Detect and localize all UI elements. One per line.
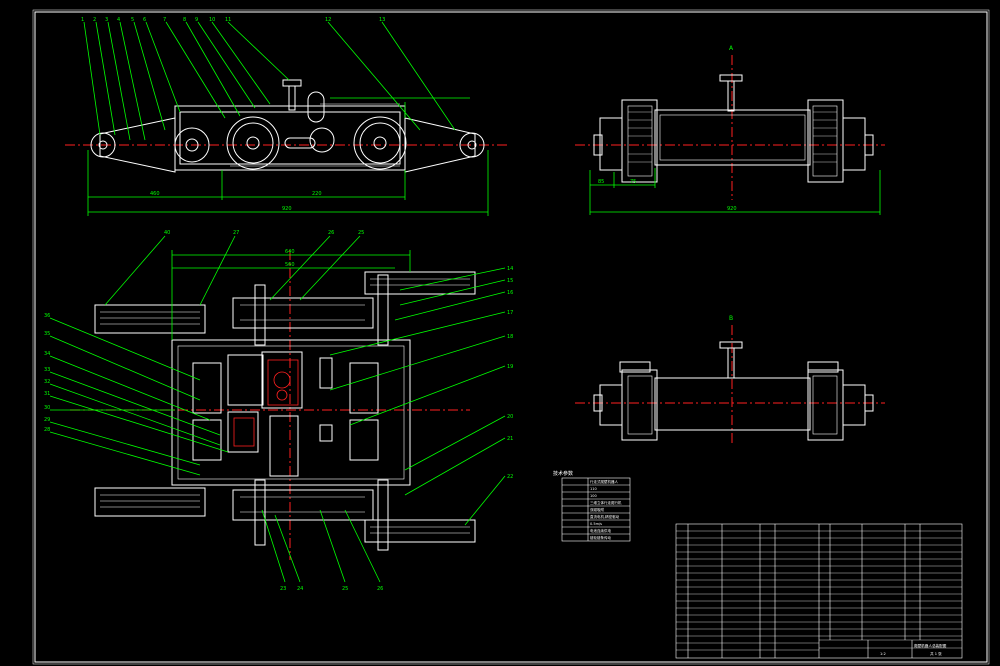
balloon-33: 33: [44, 367, 50, 373]
plan-view-leaders: [49, 235, 506, 583]
dim-640: 640: [285, 249, 295, 255]
balloon-1: 1: [81, 17, 84, 23]
balloon-25-top: 25: [358, 230, 364, 236]
balloon-13: 13: [379, 17, 385, 23]
end-view-a: [575, 55, 885, 200]
tech-param-6: 直流电机,精密驱动: [590, 514, 620, 519]
balloon-35: 35: [44, 331, 50, 337]
side-elevation-balloons: 1 2 3 4 5 6 7 8 9 10 11 12 13: [81, 17, 385, 23]
balloon-26-top: 26: [328, 230, 334, 236]
drawing-sheet: 共 1 张: [930, 651, 942, 656]
side-elevation-dimension-text: 460 220 920: [150, 191, 322, 212]
plan-view: [70, 250, 476, 560]
plan-view-red-parts: [233, 359, 299, 447]
balloon-28: 28: [44, 427, 50, 433]
balloon-18: 18: [507, 334, 513, 340]
balloon-34: 34: [44, 351, 50, 357]
balloon-21: 21: [507, 436, 513, 442]
balloon-2: 2: [93, 17, 96, 23]
balloon-14: 14: [507, 266, 513, 272]
balloon-25: 25: [342, 586, 348, 592]
tech-param-7: 0.5m/s: [590, 522, 602, 526]
end-view-a-dims: [589, 168, 881, 215]
balloon-4: 4: [117, 17, 120, 23]
tech-params-table: [561, 477, 631, 542]
balloon-17: 17: [507, 310, 513, 316]
balloon-12: 12: [325, 17, 331, 23]
balloon-6: 6: [143, 17, 146, 23]
drawing-frame: [32, 9, 990, 665]
balloon-15: 15: [507, 278, 513, 284]
balloon-20: 20: [507, 414, 513, 420]
end-view-b: [575, 325, 885, 445]
dim-920: 920: [282, 206, 292, 212]
balloon-10: 10: [209, 17, 215, 23]
plan-view-dim-text: 640 560: [285, 249, 295, 268]
plan-view-balloons-bottom: 23 24 25 26: [280, 586, 383, 592]
drawing-scale: 1:2: [880, 652, 886, 656]
balloon-19: 19: [507, 364, 513, 370]
dim-560: 560: [285, 262, 295, 268]
balloon-36: 36: [44, 313, 50, 319]
balloon-22: 22: [507, 474, 513, 480]
balloon-11: 11: [225, 17, 231, 23]
balloon-9: 9: [195, 17, 198, 23]
balloon-5: 5: [131, 17, 134, 23]
parts-list: [675, 523, 963, 659]
parts-list-rows: [676, 530, 962, 651]
tech-param-4: 三维立体行走爬行机: [590, 500, 622, 505]
balloon-8: 8: [183, 17, 186, 23]
plan-view-balloons-top: 40 27 26 25: [164, 230, 364, 236]
balloon-23: 23: [280, 586, 286, 592]
balloon-16: 16: [507, 290, 513, 296]
end-view-a-dim-text: 85 75 920: [598, 179, 737, 212]
plan-view-dims: [171, 250, 411, 340]
balloon-30: 30: [44, 405, 50, 411]
balloon-40: 40: [164, 230, 170, 236]
tech-params-values: 行走式爬壁机器人 110 100 三维立体行走爬行机 双磁吸附 直流电机,精密驱…: [590, 479, 622, 540]
balloon-29: 29: [44, 417, 50, 423]
plan-view-hatch: [100, 278, 470, 534]
plan-view-balloons-left: 36 35 34 33 32 31 30 29 28: [44, 313, 50, 433]
tech-param-2: 110: [590, 487, 597, 491]
tech-params-title: 技术参数: [553, 470, 573, 477]
end-view-a-hatch: [628, 111, 837, 163]
balloon-3: 3: [105, 17, 108, 23]
tech-param-1: 行走式爬壁机器人: [590, 479, 618, 484]
dim-220: 220: [312, 191, 322, 197]
balloon-31: 31: [44, 391, 50, 397]
section-letter-a: A: [729, 45, 734, 52]
plan-view-balloons-right: 14 15 16 17 18 19 20 21 22: [507, 266, 513, 480]
balloon-24: 24: [297, 586, 303, 592]
drawing-title: 爬壁机器人总装配图: [914, 643, 947, 648]
dim-85: 85: [598, 179, 604, 185]
balloon-7: 7: [163, 17, 166, 23]
tech-param-3: 100: [590, 494, 597, 498]
balloon-27: 27: [233, 230, 239, 236]
section-letter-b: B: [729, 315, 733, 322]
balloon-26: 26: [377, 586, 383, 592]
balloon-32: 32: [44, 379, 50, 385]
dim-460: 460: [150, 191, 160, 197]
dim-75: 75: [630, 179, 636, 185]
side-elevation-view: [65, 79, 510, 173]
dim-920-end: 920: [727, 206, 737, 212]
side-elevation-leaders: [83, 21, 456, 141]
title-block: [867, 640, 913, 658]
tech-param-9: 链轮链条传动: [590, 535, 611, 540]
tech-param-8: 电池连续供电: [590, 528, 611, 533]
side-elevation-dimensions: [87, 97, 489, 216]
tech-param-5: 双磁吸附: [590, 507, 604, 512]
